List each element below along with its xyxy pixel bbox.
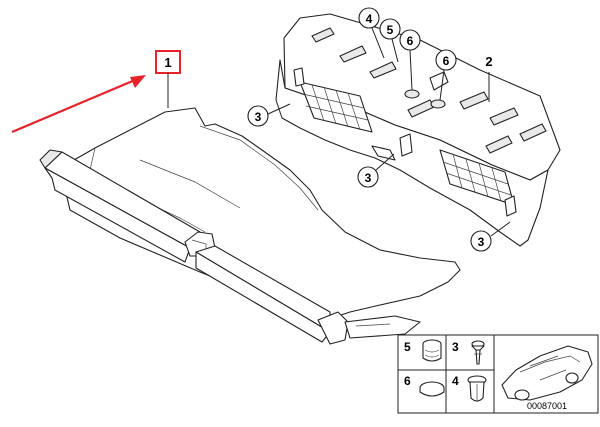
legend-label-4: 4 xyxy=(452,374,459,388)
callout-6a[interactable]: 6 xyxy=(399,29,421,91)
callout-2[interactable]: 2 xyxy=(485,54,493,102)
legend-box: 5 3 6 4 xyxy=(397,334,599,414)
trunk-floor-panel xyxy=(39,107,461,345)
callout-3c-label: 3 xyxy=(478,235,485,249)
red-arrow-icon xyxy=(11,75,146,134)
callout-5[interactable]: 5 xyxy=(379,18,401,63)
legend-label-3: 3 xyxy=(452,340,459,354)
part-number: 00087001 xyxy=(527,401,567,411)
rear-trim-panel xyxy=(275,13,561,247)
legend-label-5: 5 xyxy=(404,340,411,354)
callout-2-label: 2 xyxy=(485,54,492,69)
cap-icon xyxy=(419,381,445,397)
callout-6b[interactable]: 6 xyxy=(435,49,457,101)
callout-4-label: 4 xyxy=(366,12,373,26)
callout-3b-label: 3 xyxy=(365,171,372,185)
rivet-icon xyxy=(471,340,485,365)
callout-3c[interactable]: 3 xyxy=(470,221,511,252)
callout-3b[interactable]: 3 xyxy=(357,153,395,188)
callout-1[interactable]: 1 xyxy=(155,50,181,108)
callout-3a[interactable]: 3 xyxy=(247,103,291,127)
callout-1-label: 1 xyxy=(164,55,171,70)
plug-icon xyxy=(422,339,442,362)
callout-5-label: 5 xyxy=(387,23,394,37)
callout-4[interactable]: 4 xyxy=(358,7,385,59)
callout-6b-label: 6 xyxy=(443,54,450,68)
car-icon xyxy=(501,345,593,401)
callout-3a-label: 3 xyxy=(255,110,262,124)
expanding-clip-icon xyxy=(467,375,487,402)
legend-label-6: 6 xyxy=(404,374,411,388)
callout-6a-label: 6 xyxy=(407,34,414,48)
